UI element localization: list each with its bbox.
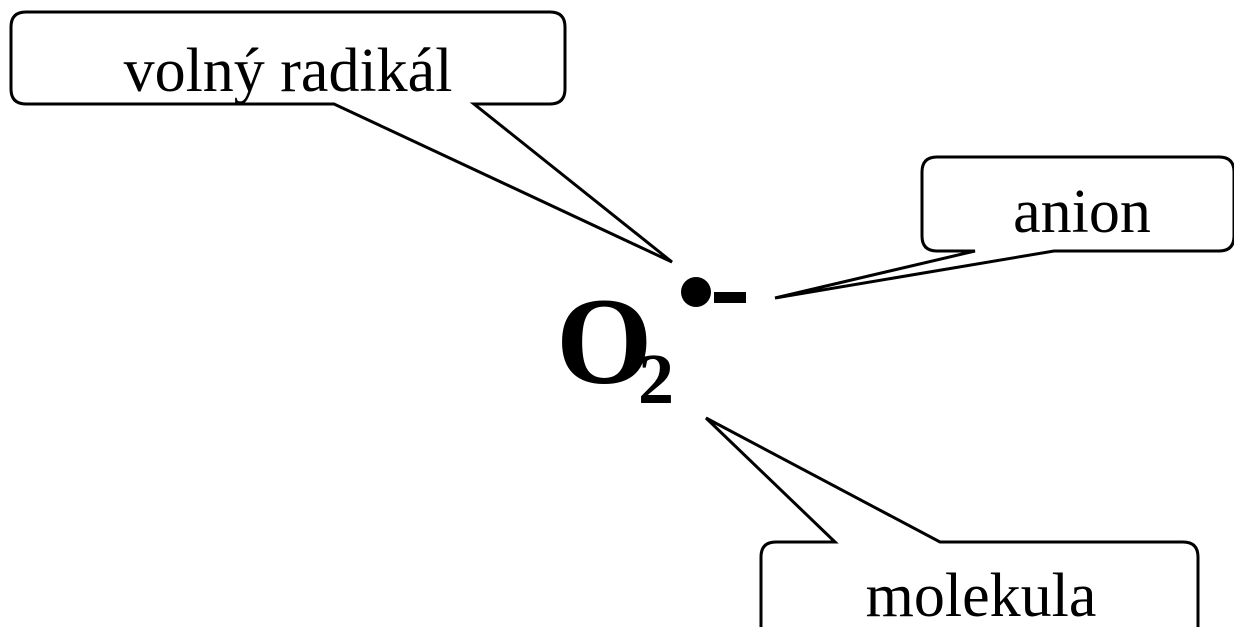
callout-anion: anion: [774, 155, 1234, 300]
superoxide-formula: O 2 -: [556, 273, 746, 419]
callout-molecule-shape: [704, 416, 1200, 627]
callout-anion-label: anion: [1013, 178, 1151, 246]
callout-radical-shape: [9, 10, 673, 264]
formula-subscript: 2: [638, 339, 674, 419]
callout-radical: volný radikál: [9, 10, 673, 264]
callout-radical-label: volný radikál: [124, 37, 453, 105]
formula-element: O: [556, 273, 652, 410]
negative-charge-icon: [714, 292, 746, 303]
callout-anion-shape: [774, 155, 1234, 300]
radical-dot-icon: [681, 277, 711, 307]
callout-molecule: molekula: [704, 416, 1200, 627]
callout-molecule-label: molekula: [866, 562, 1097, 627]
